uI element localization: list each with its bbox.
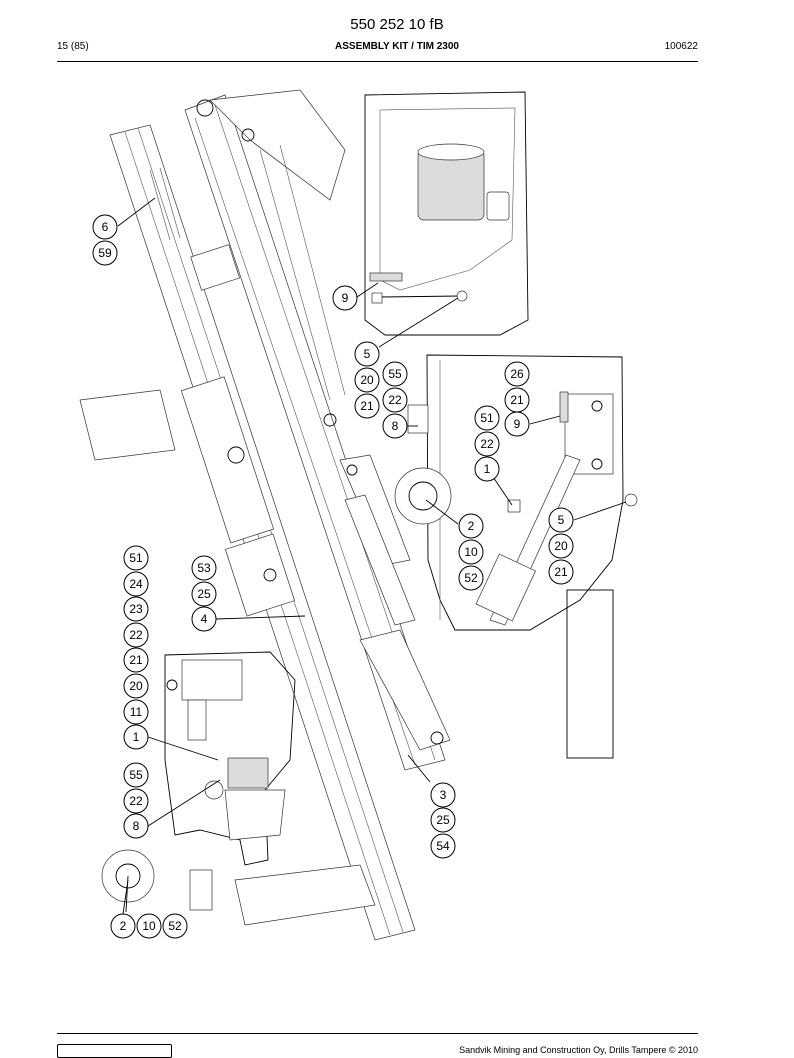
svg-text:1: 1 [133, 730, 140, 744]
svg-text:24: 24 [129, 577, 143, 591]
svg-text:23: 23 [129, 602, 143, 616]
callout: 22 [474, 431, 500, 457]
svg-text:2: 2 [468, 519, 475, 533]
callout: 24 [123, 571, 149, 597]
svg-text:25: 25 [436, 813, 450, 827]
callout: 4 [191, 606, 217, 632]
callout: 52 [458, 565, 484, 591]
svg-text:6: 6 [102, 220, 109, 234]
svg-text:21: 21 [510, 393, 524, 407]
callout: 11 [123, 699, 149, 725]
svg-text:53: 53 [197, 561, 211, 575]
svg-text:22: 22 [388, 393, 402, 407]
callout: 51 [474, 405, 500, 431]
callout: 21 [354, 393, 380, 419]
callout: 22 [123, 622, 149, 648]
svg-text:25: 25 [197, 587, 211, 601]
callout: 21 [548, 559, 574, 585]
svg-text:26: 26 [510, 367, 524, 381]
callout: 51 [123, 545, 149, 571]
header-rule [57, 61, 698, 62]
svg-text:21: 21 [554, 565, 568, 579]
callout: 3 [430, 782, 456, 808]
detail-view-lower [101, 651, 296, 913]
callout: 2 [458, 513, 484, 539]
svg-text:10: 10 [464, 545, 478, 559]
callout: 1 [474, 456, 500, 482]
callout: 52 [162, 913, 188, 939]
callout: 25 [191, 581, 217, 607]
callout: 20 [548, 533, 574, 559]
svg-text:5: 5 [558, 513, 565, 527]
footer-rule [57, 1033, 698, 1034]
callout-labels: 6 59 9 5 20 55 21 22 8 26 21 51 9 22 1 2… [92, 214, 574, 939]
callout: 26 [504, 361, 530, 387]
callout: 8 [123, 813, 149, 839]
callout: 9 [504, 411, 530, 437]
boom-cylinder [259, 144, 416, 626]
svg-text:52: 52 [464, 571, 478, 585]
svg-text:9: 9 [342, 291, 349, 305]
document-number: 550 252 10 fB [350, 16, 444, 33]
callout: 21 [504, 387, 530, 413]
svg-text:21: 21 [129, 653, 143, 667]
callout: 8 [382, 413, 408, 439]
callout: 20 [354, 367, 380, 393]
svg-text:51: 51 [480, 411, 494, 425]
svg-text:20: 20 [129, 679, 143, 693]
callout: 6 [92, 214, 118, 240]
page-number: 15 (85) [57, 41, 89, 52]
svg-text:20: 20 [360, 373, 374, 387]
callout: 54 [430, 833, 456, 859]
svg-text:55: 55 [129, 768, 143, 782]
callout: 5 [548, 507, 574, 533]
callout: 23 [123, 596, 149, 622]
svg-text:20: 20 [554, 539, 568, 553]
svg-text:4: 4 [201, 612, 208, 626]
footer-copyright: Sandvik Mining and Construction Oy, Dril… [459, 1045, 698, 1055]
company-logo [57, 1044, 172, 1058]
callout: 1 [123, 724, 149, 750]
main-boom [184, 89, 451, 771]
callout: 2 [110, 913, 136, 939]
svg-text:10: 10 [142, 919, 156, 933]
svg-text:1: 1 [484, 462, 491, 476]
callout: 59 [92, 240, 118, 266]
svg-text:22: 22 [129, 628, 143, 642]
callout: 9 [332, 285, 358, 311]
svg-text:51: 51 [129, 551, 143, 565]
svg-text:2: 2 [120, 919, 127, 933]
svg-text:22: 22 [480, 437, 494, 451]
page-title: ASSEMBLY KIT / TIM 2300 [335, 41, 459, 52]
callout: 22 [382, 387, 408, 413]
callout: 22 [123, 788, 149, 814]
svg-text:11: 11 [130, 705, 143, 719]
svg-text:52: 52 [168, 919, 182, 933]
svg-text:54: 54 [436, 839, 450, 853]
svg-text:3: 3 [440, 788, 447, 802]
callout: 53 [191, 555, 217, 581]
svg-text:8: 8 [392, 419, 399, 433]
svg-text:21: 21 [360, 399, 374, 413]
svg-text:9: 9 [514, 417, 521, 431]
document-date: 100622 [664, 41, 698, 52]
callout: 25 [430, 807, 456, 833]
svg-text:5: 5 [364, 347, 371, 361]
svg-text:55: 55 [388, 367, 402, 381]
callout: 10 [458, 539, 484, 565]
svg-text:8: 8 [133, 819, 140, 833]
callout: 20 [123, 673, 149, 699]
svg-text:22: 22 [129, 794, 143, 808]
callout: 21 [123, 647, 149, 673]
feed-beam [79, 124, 416, 941]
detail-view-top [364, 91, 529, 336]
callout: 55 [382, 361, 408, 387]
callout: 10 [136, 913, 162, 939]
callout: 5 [354, 341, 380, 367]
leader-lines [117, 197, 627, 915]
svg-text:59: 59 [98, 246, 112, 260]
callout: 55 [123, 762, 149, 788]
detail-view-right [394, 354, 638, 759]
